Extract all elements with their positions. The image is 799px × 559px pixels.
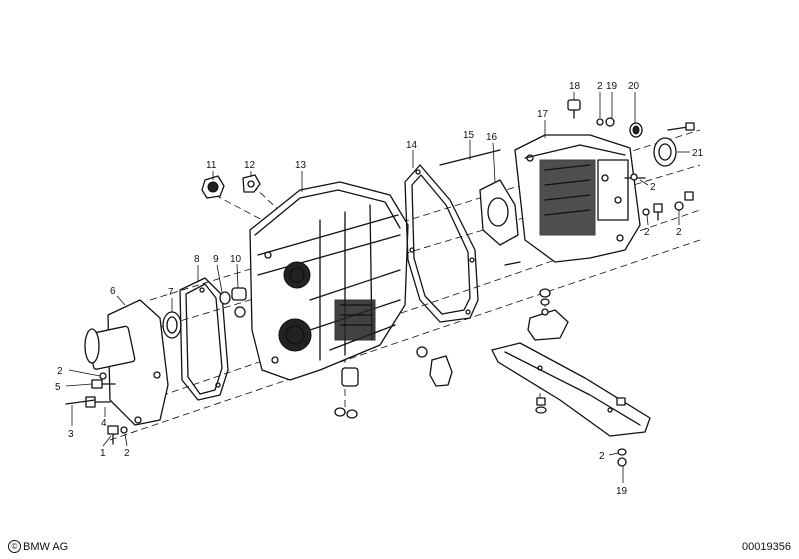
label-3: 3: [68, 429, 74, 440]
bottom-plug: [334, 367, 359, 419]
part-6-front-cover: [84, 299, 169, 426]
label-5: 5: [55, 382, 61, 393]
label-13: 13: [295, 160, 307, 171]
label-2-top: 2: [597, 81, 603, 92]
part-16-intermediate-plate: [479, 179, 519, 246]
label-4: 4: [101, 418, 107, 429]
bolt-top-right: [667, 122, 695, 131]
label-17: 17: [537, 109, 549, 120]
label-21: 21: [692, 148, 704, 159]
part-labels: 18 2 19 20 17 15 16 14 21 11 12 13 2 2 2…: [55, 81, 704, 497]
part-9-ring: [219, 291, 231, 305]
part-10-bushing: [231, 287, 247, 318]
label-2-left: 2: [57, 366, 63, 377]
cross-member-bolts: [535, 397, 627, 467]
label-9: 9: [213, 254, 219, 265]
part-11-plug: [201, 175, 225, 199]
label-12: 12: [244, 160, 256, 171]
gearbox-mount: [527, 288, 569, 341]
part-14-gasket: [404, 164, 479, 323]
leader-lines: [65, 92, 690, 483]
part-17-rear-housing: [514, 134, 641, 263]
label-10: 10: [230, 254, 242, 265]
label-19-bottom: 19: [616, 486, 628, 497]
label-2-bottom-right: 2: [599, 451, 605, 462]
label-18: 18: [569, 81, 581, 92]
label-2-right-lower-a: 2: [644, 227, 650, 238]
copyright-owner: BMW AG: [23, 540, 69, 553]
label-2-bottom-left: 2: [124, 448, 130, 459]
label-15: 15: [463, 130, 475, 141]
bolt-right-lower: [642, 191, 694, 221]
label-6: 6: [110, 286, 116, 297]
part-20-seal: [629, 122, 643, 138]
drawing-number: 00019356: [742, 541, 791, 553]
label-20: 20: [628, 81, 640, 92]
copyright-notice: © BMW AG: [8, 540, 68, 553]
label-11: 11: [206, 160, 217, 171]
part-18-screw-plug: [567, 99, 581, 119]
part-8-gasket: [179, 277, 229, 401]
part-19-nut-top: [596, 117, 615, 127]
label-19-top: 19: [606, 81, 618, 92]
label-7: 7: [168, 287, 174, 298]
cross-member: [491, 342, 651, 437]
bolt-right-upper: [624, 173, 646, 181]
label-1: 1: [100, 448, 106, 459]
copyright-symbol: ©: [8, 540, 21, 553]
bolt-left-group: [65, 372, 128, 445]
label-14: 14: [406, 140, 418, 151]
label-16: 16: [486, 132, 498, 143]
part-7-seal-ring: [162, 311, 182, 339]
label-8: 8: [194, 254, 200, 265]
label-2-right-lower-b: 2: [676, 227, 682, 238]
part-13-gearbox-housing: [249, 181, 409, 381]
drain-plug: [416, 346, 453, 387]
part-12-nut: [242, 174, 261, 193]
part-21-radial-seal: [653, 137, 677, 167]
label-2-right-upper: 2: [650, 182, 656, 193]
